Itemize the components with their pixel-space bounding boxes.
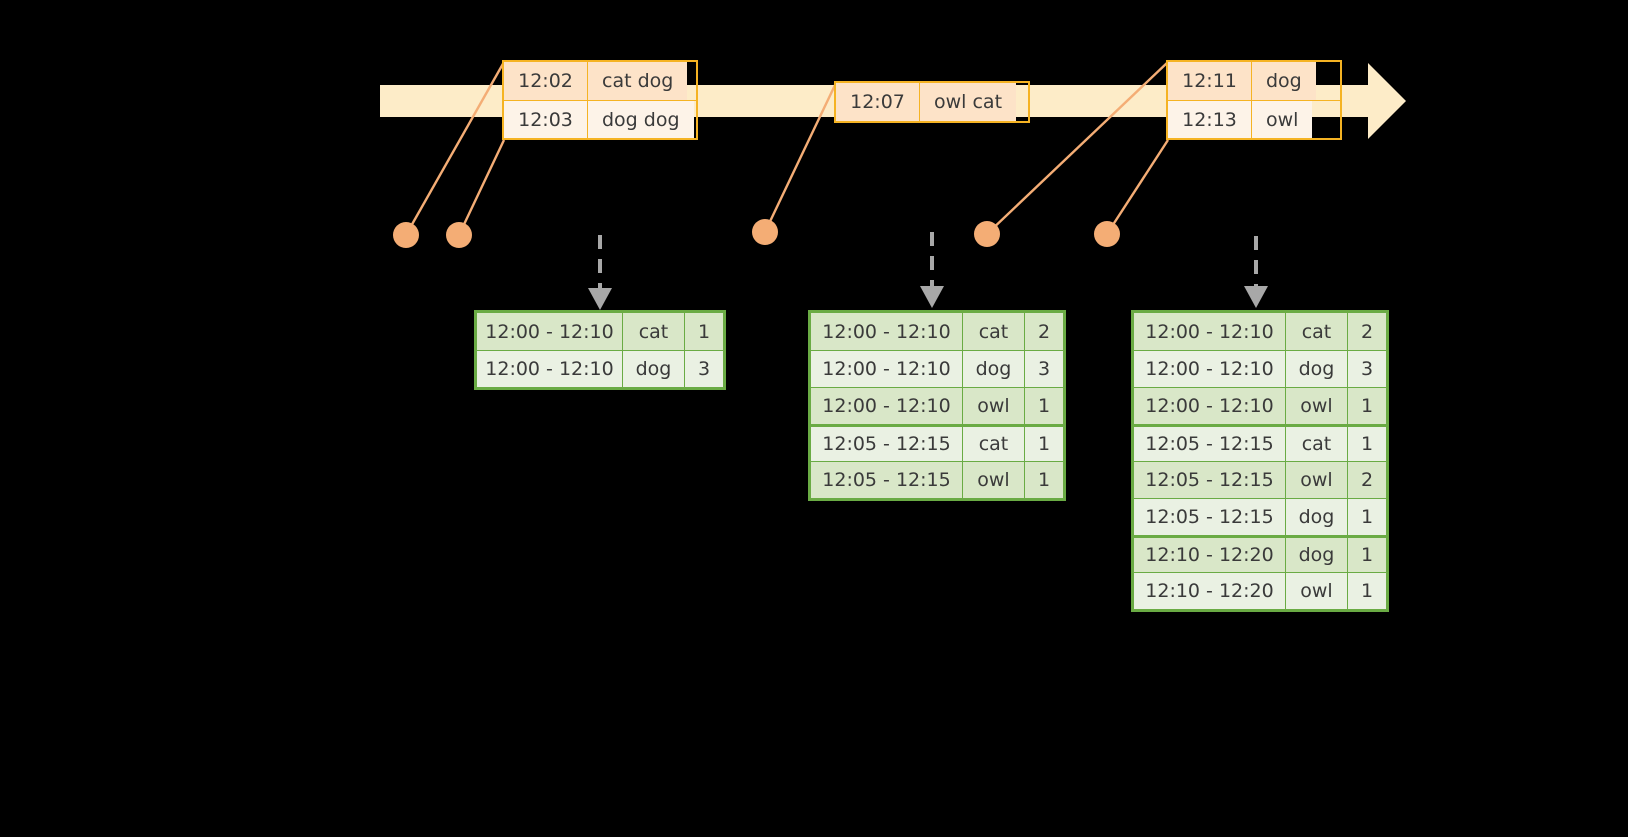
word-cell: dog bbox=[623, 351, 685, 387]
marker-dot-2 bbox=[446, 222, 472, 248]
event-time: 12:02 bbox=[504, 62, 588, 100]
word-cell: dog bbox=[1286, 351, 1348, 387]
table-row[interactable]: 12:05 - 12:15 cat 1 bbox=[1134, 424, 1386, 461]
table-row[interactable]: 12:00 - 12:10 cat 2 bbox=[1134, 313, 1386, 350]
window-cell: 12:00 - 12:10 bbox=[477, 351, 623, 387]
window-cell: 12:05 - 12:15 bbox=[1134, 462, 1286, 498]
event-group-1[interactable]: 12:02 cat dog 12:03 dog dog bbox=[502, 60, 698, 140]
window-cell: 12:00 - 12:10 bbox=[811, 388, 963, 424]
count-cell: 3 bbox=[1348, 351, 1386, 387]
table-row[interactable]: 12:05 - 12:15 cat 1 bbox=[811, 424, 1063, 461]
emit-arrow-heads bbox=[588, 286, 1268, 310]
window-cell: 12:05 - 12:15 bbox=[811, 462, 963, 498]
word-cell: owl bbox=[1286, 462, 1348, 498]
result-table-3[interactable]: 12:00 - 12:10 cat 2 12:00 - 12:10 dog 3 … bbox=[1131, 310, 1389, 612]
word-cell: owl bbox=[1286, 573, 1348, 609]
event-row[interactable]: 12:11 dog bbox=[1168, 62, 1340, 100]
event-words: cat dog bbox=[588, 62, 688, 100]
table-row[interactable]: 12:05 - 12:15 owl 1 bbox=[811, 461, 1063, 498]
table-row[interactable]: 12:00 - 12:10 dog 3 bbox=[1134, 350, 1386, 387]
event-group-2[interactable]: 12:07 owl cat bbox=[834, 81, 1030, 123]
result-table-2[interactable]: 12:00 - 12:10 cat 2 12:00 - 12:10 dog 3 … bbox=[808, 310, 1066, 501]
event-row[interactable]: 12:13 owl bbox=[1168, 100, 1340, 138]
count-cell: 2 bbox=[1348, 462, 1386, 498]
word-cell: cat bbox=[963, 313, 1025, 350]
word-cell: cat bbox=[1286, 427, 1348, 461]
event-row[interactable]: 12:03 dog dog bbox=[504, 100, 696, 138]
window-cell: 12:10 - 12:20 bbox=[1134, 573, 1286, 609]
count-cell: 3 bbox=[685, 351, 723, 387]
table-row[interactable]: 12:00 - 12:10 cat 2 bbox=[811, 313, 1063, 350]
count-cell: 1 bbox=[1025, 462, 1063, 498]
window-cell: 12:10 - 12:20 bbox=[1134, 538, 1286, 572]
count-cell: 1 bbox=[1025, 427, 1063, 461]
marker-dot-1 bbox=[393, 222, 419, 248]
word-cell: cat bbox=[1286, 313, 1348, 350]
window-cell: 12:00 - 12:10 bbox=[811, 313, 963, 350]
event-words: dog bbox=[1252, 62, 1316, 100]
word-cell: dog bbox=[963, 351, 1025, 387]
count-cell: 1 bbox=[1348, 538, 1386, 572]
marker-dot-4 bbox=[974, 221, 1000, 247]
event-words: owl bbox=[1252, 101, 1313, 138]
count-cell: 1 bbox=[1025, 388, 1063, 424]
window-cell: 12:00 - 12:10 bbox=[811, 351, 963, 387]
marker-dots bbox=[393, 219, 1120, 248]
event-words: dog dog bbox=[588, 101, 694, 138]
event-time: 12:11 bbox=[1168, 62, 1252, 100]
word-cell: owl bbox=[963, 462, 1025, 498]
table-row[interactable]: 12:00 - 12:10 owl 1 bbox=[1134, 387, 1386, 424]
word-cell: dog bbox=[1286, 538, 1348, 572]
event-group-3[interactable]: 12:11 dog 12:13 owl bbox=[1166, 60, 1342, 140]
count-cell: 2 bbox=[1348, 313, 1386, 350]
window-cell: 12:00 - 12:10 bbox=[1134, 351, 1286, 387]
count-cell: 2 bbox=[1025, 313, 1063, 350]
word-cell: dog bbox=[1286, 499, 1348, 535]
table-row[interactable]: 12:00 - 12:10 cat 1 bbox=[477, 313, 723, 350]
count-cell: 1 bbox=[1348, 388, 1386, 424]
window-cell: 12:00 - 12:10 bbox=[1134, 388, 1286, 424]
count-cell: 1 bbox=[1348, 499, 1386, 535]
word-cell: owl bbox=[1286, 388, 1348, 424]
word-cell: cat bbox=[963, 427, 1025, 461]
emit-arrows bbox=[598, 232, 1258, 290]
event-row[interactable]: 12:02 cat dog bbox=[504, 62, 696, 100]
marker-dot-3 bbox=[752, 219, 778, 245]
event-time: 12:03 bbox=[504, 101, 588, 138]
event-words: owl cat bbox=[920, 83, 1017, 121]
word-cell: owl bbox=[963, 388, 1025, 424]
table-row[interactable]: 12:00 - 12:10 owl 1 bbox=[811, 387, 1063, 424]
event-time: 12:07 bbox=[836, 83, 920, 121]
window-cell: 12:05 - 12:15 bbox=[1134, 427, 1286, 461]
result-table-1[interactable]: 12:00 - 12:10 cat 1 12:00 - 12:10 dog 3 bbox=[474, 310, 726, 390]
event-row[interactable]: 12:07 owl cat bbox=[836, 83, 1028, 121]
count-cell: 3 bbox=[1025, 351, 1063, 387]
window-cell: 12:00 - 12:10 bbox=[477, 313, 623, 350]
count-cell: 1 bbox=[1348, 427, 1386, 461]
table-row[interactable]: 12:10 - 12:20 owl 1 bbox=[1134, 572, 1386, 609]
marker-dot-5 bbox=[1094, 221, 1120, 247]
table-row[interactable]: 12:00 - 12:10 dog 3 bbox=[477, 350, 723, 387]
count-cell: 1 bbox=[1348, 573, 1386, 609]
count-cell: 1 bbox=[685, 313, 723, 350]
word-cell: cat bbox=[623, 313, 685, 350]
event-time: 12:13 bbox=[1168, 101, 1252, 138]
table-row[interactable]: 12:05 - 12:15 dog 1 bbox=[1134, 498, 1386, 535]
window-cell: 12:00 - 12:10 bbox=[1134, 313, 1286, 350]
table-row[interactable]: 12:10 - 12:20 dog 1 bbox=[1134, 535, 1386, 572]
table-row[interactable]: 12:00 - 12:10 dog 3 bbox=[811, 350, 1063, 387]
table-row[interactable]: 12:05 - 12:15 owl 2 bbox=[1134, 461, 1386, 498]
window-cell: 12:05 - 12:15 bbox=[811, 427, 963, 461]
window-cell: 12:05 - 12:15 bbox=[1134, 499, 1286, 535]
